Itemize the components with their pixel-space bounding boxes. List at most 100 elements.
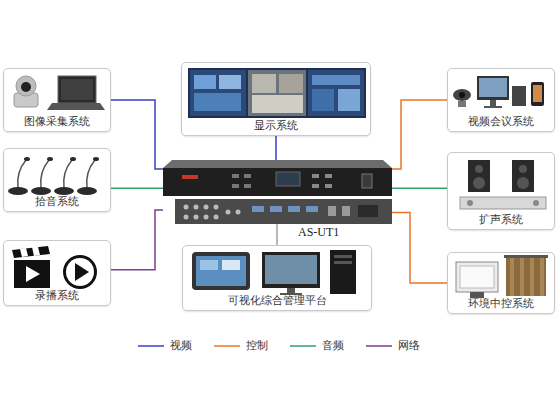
speaker-tweeter <box>519 165 527 173</box>
mic-base <box>77 187 97 195</box>
display-tile <box>312 75 360 85</box>
monitor-stand <box>287 288 295 293</box>
light-panel <box>456 262 498 292</box>
legend-line <box>290 345 316 347</box>
mic-bases <box>8 157 99 195</box>
signal-connector <box>392 100 447 169</box>
phone-screen <box>533 85 542 102</box>
node-label: 扩声系统 <box>450 213 552 226</box>
device-rear-panel <box>175 199 392 224</box>
tablet-screen <box>196 256 246 286</box>
legend-item: 控制 <box>214 338 268 353</box>
port <box>204 215 209 220</box>
port <box>184 215 189 220</box>
legend-sample <box>366 342 392 350</box>
matrix-device <box>163 160 392 224</box>
mic-head <box>24 157 30 161</box>
mic-head <box>47 157 53 161</box>
system-box: 视频会议系统 <box>447 68 555 132</box>
legend-line <box>214 345 240 347</box>
display-panel <box>308 70 364 116</box>
camera-head <box>16 76 36 96</box>
system-box: 可视化综合管理平台 <box>182 245 372 311</box>
port <box>194 215 199 220</box>
clapper-stripe <box>32 247 40 256</box>
device-top <box>163 160 392 168</box>
legend-line <box>138 345 164 347</box>
connector <box>288 206 300 212</box>
monitor-screen <box>265 255 317 284</box>
mic-neck <box>64 160 72 188</box>
legend-item: 音频 <box>290 338 344 353</box>
recording-icons <box>12 246 97 289</box>
clapperboard <box>14 260 50 288</box>
curtain-fold <box>510 258 514 296</box>
play-triangle <box>75 263 89 281</box>
environment-devices <box>456 255 548 298</box>
device-screen <box>276 172 300 186</box>
mic-neck <box>87 160 95 188</box>
tablet-tile <box>222 260 240 270</box>
display-tile <box>219 75 241 89</box>
display-tile <box>194 93 241 111</box>
system-box: 图像采集系统 <box>3 68 111 132</box>
connector <box>306 206 318 212</box>
conference-camera <box>453 89 471 101</box>
legend-sample <box>138 342 164 350</box>
laptop-screen <box>58 76 96 103</box>
monitor <box>477 76 509 100</box>
device-logo <box>182 175 198 179</box>
light-surface <box>460 266 494 288</box>
drive-bay <box>334 255 352 258</box>
display-wall <box>188 68 366 118</box>
mic-base <box>31 187 51 195</box>
play-button <box>63 255 97 289</box>
legend-sample <box>290 342 316 350</box>
legend-label: 视频 <box>170 338 192 353</box>
legend-item: 视频 <box>138 338 192 353</box>
connector <box>342 206 350 216</box>
connector <box>270 206 282 212</box>
platform-devices <box>192 250 356 295</box>
conference-devices <box>453 76 544 108</box>
display-frame <box>188 68 366 118</box>
signal-connector <box>275 136 277 160</box>
device-button <box>325 184 332 188</box>
curtain-fold <box>540 258 544 296</box>
signal-connector <box>111 100 163 169</box>
legend-item: 网络 <box>366 338 420 353</box>
port <box>236 210 241 215</box>
tablet-tile <box>200 260 218 270</box>
power-socket <box>358 205 378 217</box>
curtain-fold <box>520 258 524 296</box>
mic-head <box>70 157 76 161</box>
phone <box>531 82 544 106</box>
device-switch <box>362 174 372 188</box>
speaker-woofer <box>517 177 529 189</box>
display-tile <box>312 89 334 111</box>
signal-connector <box>392 212 447 283</box>
device-button <box>244 174 251 178</box>
display-tile <box>338 89 360 111</box>
monitor <box>262 252 320 288</box>
port <box>226 210 231 215</box>
laptop <box>47 76 105 110</box>
device-button <box>312 174 319 178</box>
curtain <box>506 258 546 296</box>
display-panel <box>190 70 246 116</box>
node-label: 显示系统 <box>184 119 368 132</box>
mic-head <box>93 157 99 161</box>
play-ring <box>66 258 94 286</box>
monitor-screen <box>479 78 507 97</box>
amplifier-knob <box>467 200 473 206</box>
port <box>214 205 219 210</box>
amplifier-knob <box>533 200 539 206</box>
camera-lens <box>21 82 31 92</box>
monitor-stand <box>490 100 496 106</box>
system-box: 显示系统 <box>181 62 371 136</box>
connector <box>252 206 264 212</box>
signal-connector <box>111 187 163 189</box>
speaker <box>512 160 534 192</box>
